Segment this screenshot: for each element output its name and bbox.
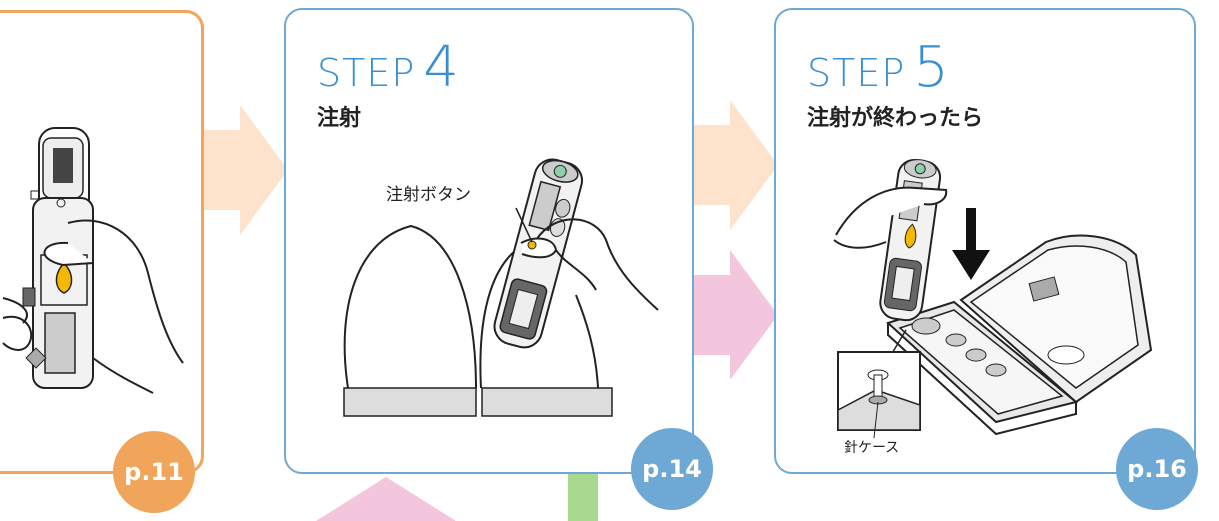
injection-button-label: 注射ボタン [386,185,471,205]
step-number: 4 [423,35,460,100]
flow-arrow-4-to-5 [690,100,778,230]
flow-arrow-3-to-4 [200,105,288,235]
thighs-icon [343,224,613,417]
needle-case-icon [837,329,921,439]
step3-card: p.11 [0,10,204,513]
step-word: STEP [317,51,416,95]
step-word: STEP [807,51,906,95]
needle-case-label: 針ケース [844,440,900,456]
carry-case-icon [886,234,1153,436]
page-ref-badge[interactable]: p.11 [113,431,195,513]
page-ref-badge[interactable]: p.14 [631,428,713,510]
flow-arrow-pink-right [690,250,778,380]
flow-connector-green [568,474,598,521]
step-subtitle: 注射 [317,106,362,131]
step-number: 5 [913,35,950,100]
flow-arrow-pink-up [316,477,456,521]
page-ref-badge[interactable]: p.16 [1116,428,1198,510]
injector-pen-icon [2,127,184,394]
step-subtitle: 注射が終わったら [807,106,984,131]
injector-pen-icon [833,159,948,322]
down-arrow-icon [952,208,990,280]
injector-pen-icon [493,158,659,349]
